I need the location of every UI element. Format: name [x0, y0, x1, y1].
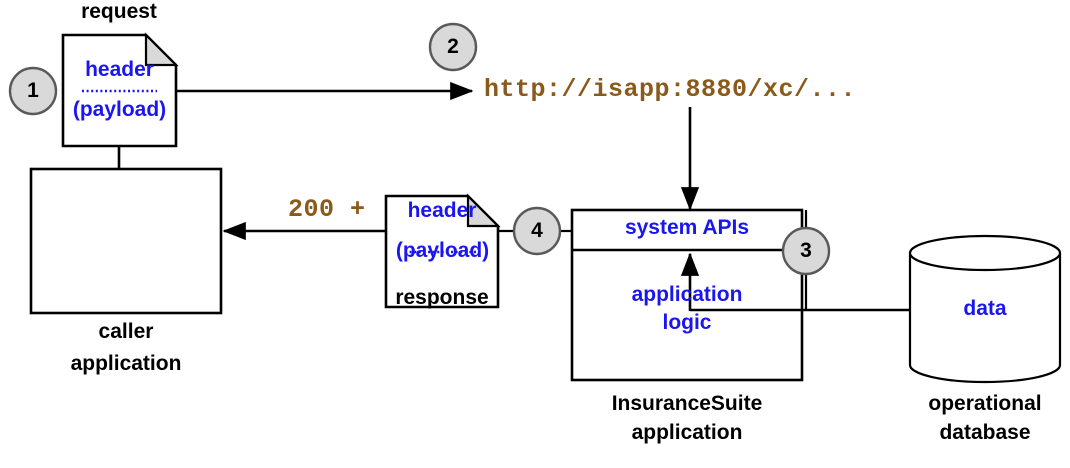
- step-badge-2-number[interactable]: 2: [447, 35, 459, 58]
- insurancesuite-box: [570, 208, 804, 382]
- insurancesuite-caption-line1: InsuranceSuite: [611, 392, 763, 415]
- request-document-caption: request: [81, 0, 157, 23]
- request-document-header-label: header: [85, 58, 154, 81]
- step-badge-2-circle[interactable]: [428, 22, 478, 72]
- step-badge-4-number[interactable]: 4: [531, 219, 543, 242]
- step-badge-1-circle[interactable]: [8, 66, 58, 116]
- response-document-payload-label: (payload): [395, 239, 490, 262]
- database-cylinder-top: [908, 234, 1062, 272]
- request-document-payload-label: (payload): [72, 98, 167, 121]
- response-document-header-label: header: [407, 199, 477, 222]
- database-caption-line1: operational: [928, 392, 1042, 415]
- response-document-fold-icon: [466, 193, 501, 228]
- request-url-text: http://isapp:8880/xc/...: [484, 75, 857, 104]
- application-logic-label-line2: logic: [662, 311, 712, 334]
- request-document-fold-icon: [144, 32, 179, 67]
- insurancesuite-caption-line2: application: [631, 421, 743, 444]
- caller-application-caption-line2: application: [70, 352, 182, 375]
- step-badge-3-number[interactable]: 3: [800, 239, 812, 262]
- step-badge-1-number[interactable]: 1: [27, 79, 39, 102]
- application-logic-label-line1: application: [631, 283, 743, 306]
- system-apis-label: system APIs: [624, 216, 750, 239]
- database-caption-line2: database: [939, 421, 1031, 444]
- caller-application-caption-line1: caller: [98, 320, 154, 343]
- response-status-text: 200 +: [288, 195, 366, 224]
- database-cylinder-body: [908, 253, 1062, 384]
- caller-application-box: [29, 167, 223, 315]
- database-data-label: data: [963, 297, 1007, 320]
- step-badge-4-circle[interactable]: [512, 206, 562, 256]
- step-badge-3-circle[interactable]: [781, 226, 831, 276]
- response-document-caption: response: [395, 286, 489, 309]
